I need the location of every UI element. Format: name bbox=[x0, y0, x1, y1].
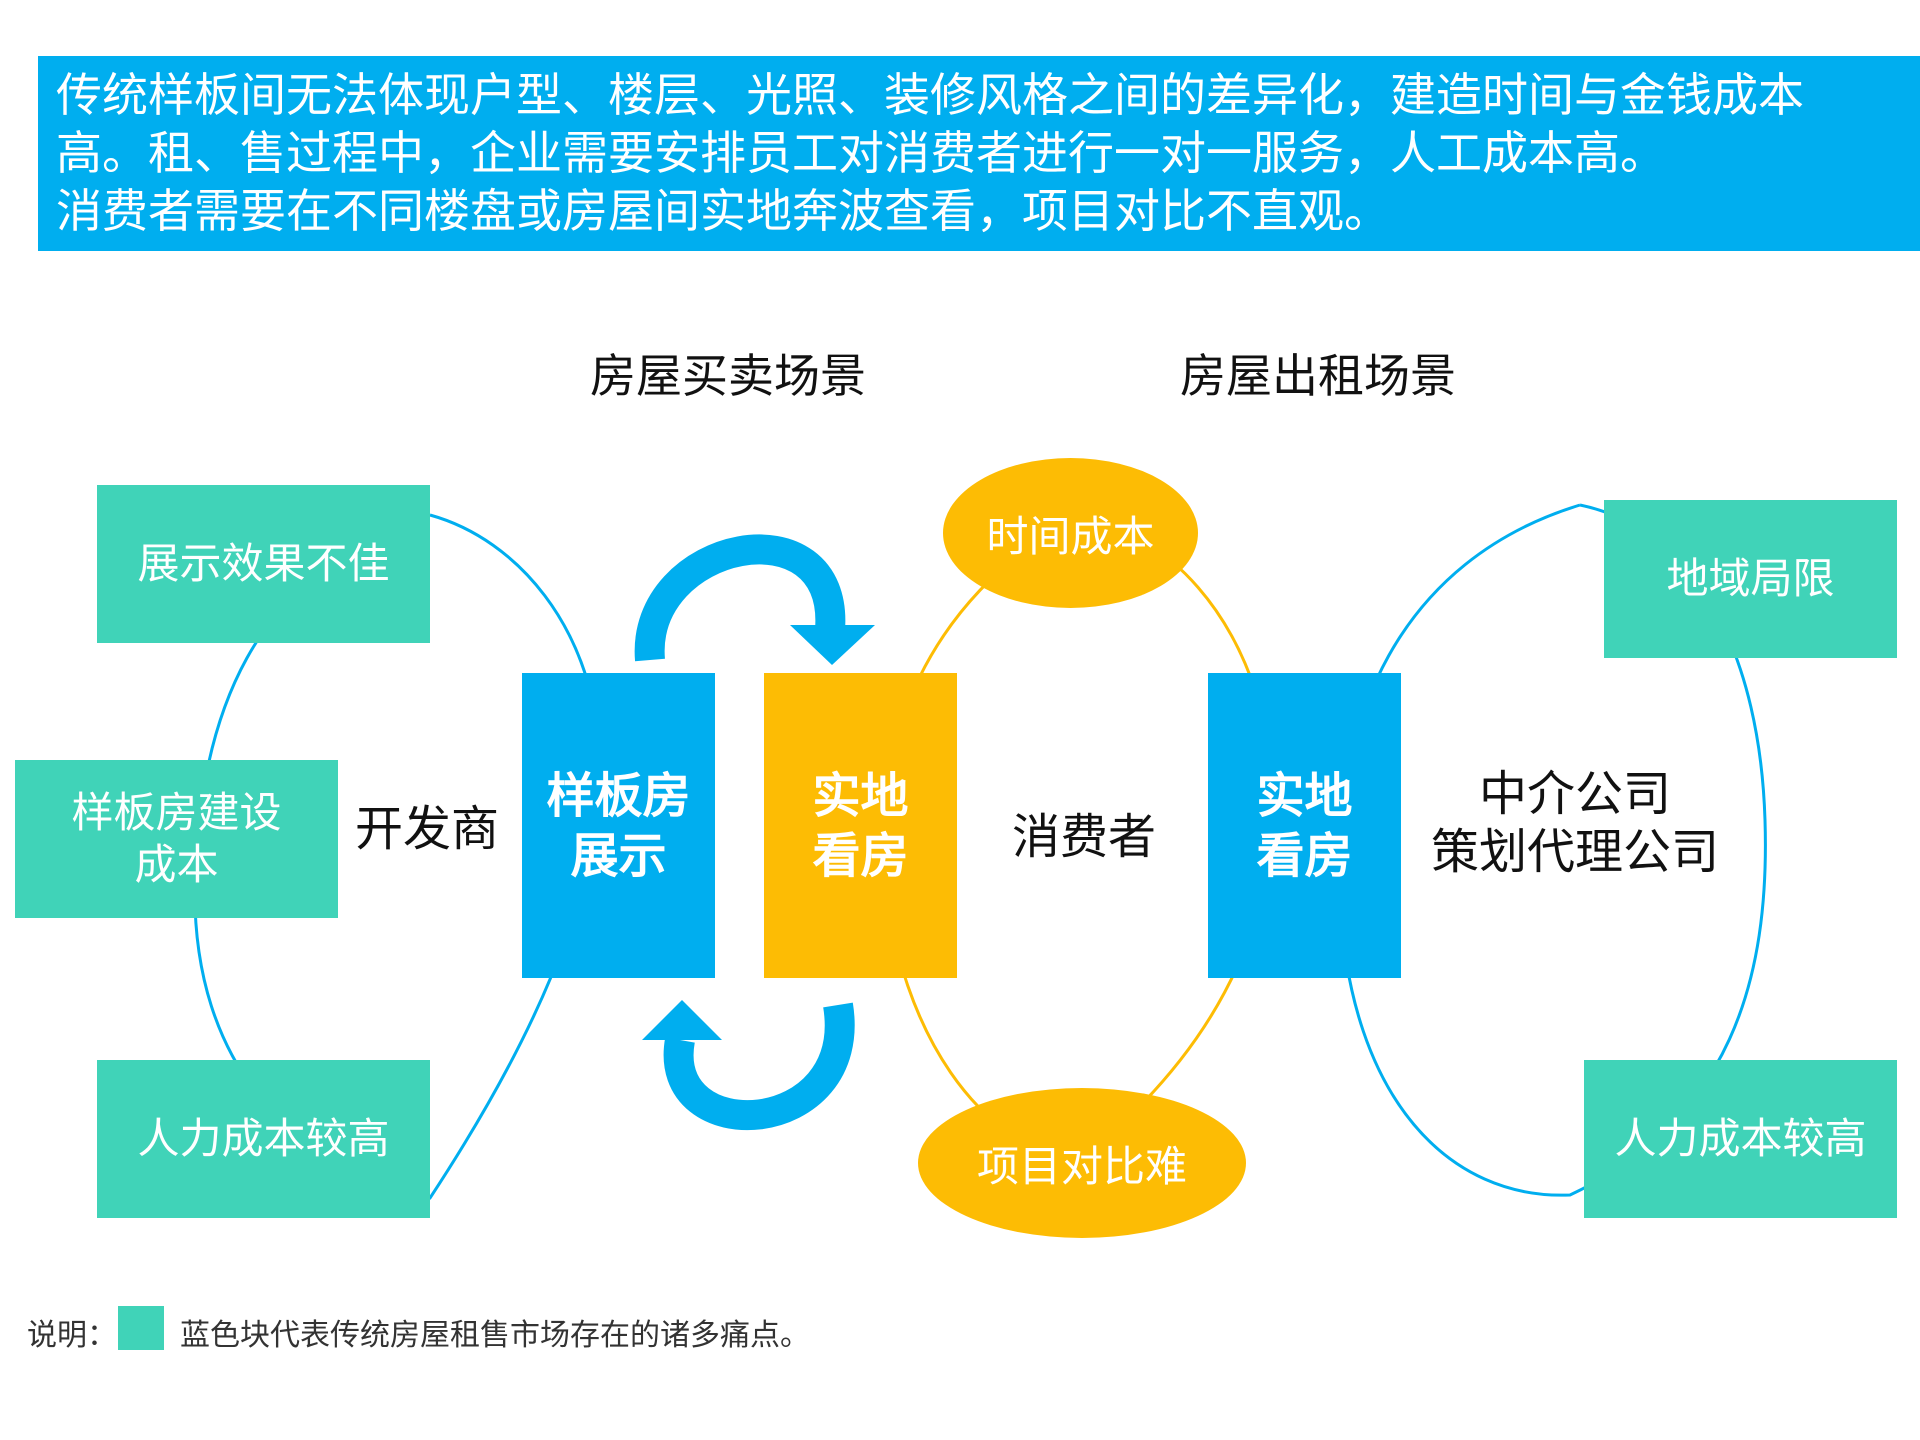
developer-label: 开发商 bbox=[355, 801, 500, 857]
cycle-arrowhead-bottom bbox=[642, 1000, 722, 1040]
summary-banner: 传统样板间无法体现户型、楼层、光照、装修风格之间的差异化，建造时间与金钱成本 高… bbox=[38, 56, 1920, 251]
pain-regional-limit: 地域局限 bbox=[1604, 500, 1897, 658]
cycle-arrow-top bbox=[634, 534, 846, 662]
site-visit-sale-block: 实地 看房 bbox=[764, 673, 957, 978]
legend-swatch bbox=[118, 1306, 164, 1350]
cycle-arrowhead-top bbox=[790, 625, 875, 665]
pain-labor-cost-developer-label: 人力成本较高 bbox=[137, 1114, 390, 1163]
pain-labor-cost-agency: 人力成本较高 bbox=[1584, 1060, 1897, 1218]
legend-text: 蓝色块代表传统房屋租售市场存在的诸多痛点。 bbox=[180, 1318, 810, 1353]
pain-time-cost-label: 时间成本 bbox=[986, 511, 1155, 561]
consumer-label: 消费者 bbox=[1012, 809, 1157, 865]
cycle-arrow-bottom bbox=[663, 1002, 855, 1131]
legend-prefix: 说明： bbox=[27, 1318, 117, 1353]
site-visit-rent-line-2: 看房 bbox=[1256, 827, 1353, 884]
scene-title-sale: 房屋买卖场景 bbox=[590, 349, 866, 403]
model-room-display-block: 样板房 展示 bbox=[522, 673, 715, 978]
pain-time-cost: 时间成本 bbox=[943, 458, 1198, 608]
pain-labor-cost-agency-label: 人力成本较高 bbox=[1614, 1114, 1867, 1163]
pain-model-room-cost: 样板房建设 成本 bbox=[15, 760, 338, 918]
pain-display-effect-label: 展示效果不佳 bbox=[137, 539, 390, 588]
site-visit-sale-line-1: 实地 bbox=[812, 767, 909, 824]
scene-title-rent: 房屋出租场景 bbox=[1180, 349, 1456, 403]
agency-label-line-2: 策划代理公司 bbox=[1430, 824, 1719, 880]
pain-labor-cost-developer: 人力成本较高 bbox=[97, 1060, 430, 1218]
pain-display-effect: 展示效果不佳 bbox=[97, 485, 430, 643]
model-room-line-1: 样板房 bbox=[546, 767, 691, 824]
site-visit-rent-line-1: 实地 bbox=[1256, 767, 1353, 824]
summary-line-1: 传统样板间无法体现户型、楼层、光照、装修风格之间的差异化，建造时间与金钱成本 bbox=[56, 68, 1804, 122]
agency-label-line-1: 中介公司 bbox=[1478, 766, 1671, 822]
pain-model-room-cost-line-2: 成本 bbox=[134, 840, 219, 889]
pain-comparison-difficulty: 项目对比难 bbox=[918, 1088, 1246, 1238]
pain-model-room-cost-line-1: 样板房建设 bbox=[71, 788, 282, 837]
summary-line-2: 高。租、售过程中，企业需要安排员工对消费者进行一对一服务，人工成本高。 bbox=[56, 126, 1666, 180]
summary-line-3: 消费者需要在不同楼盘或房屋间实地奔波查看，项目对比不直观。 bbox=[56, 184, 1390, 238]
site-visit-rent-block: 实地 看房 bbox=[1208, 673, 1401, 978]
model-room-line-2: 展示 bbox=[570, 827, 667, 884]
pain-regional-limit-label: 地域局限 bbox=[1666, 554, 1835, 603]
agency-label: 中介公司 策划代理公司 bbox=[1425, 765, 1725, 881]
pain-comparison-difficulty-label: 项目对比难 bbox=[976, 1141, 1187, 1191]
site-visit-sale-line-2: 看房 bbox=[812, 827, 909, 884]
